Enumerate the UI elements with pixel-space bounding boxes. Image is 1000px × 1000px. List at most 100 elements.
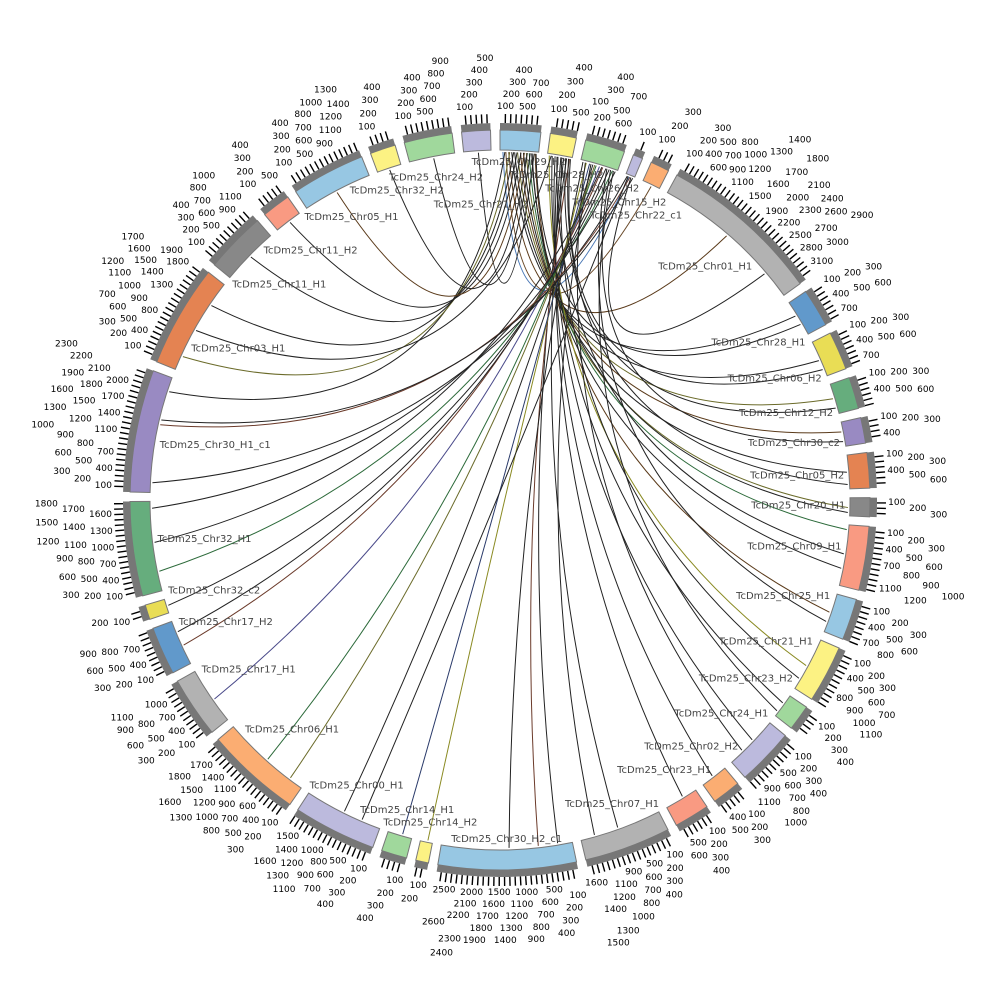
- ideogram-segment[interactable]: [369, 144, 402, 173]
- tick: [646, 846, 652, 856]
- ideogram-segment[interactable]: [829, 376, 860, 414]
- ideogram-segment[interactable]: [415, 840, 433, 864]
- tick: [596, 126, 601, 137]
- ideogram-segment[interactable]: [731, 722, 787, 779]
- chromosome-TcDm25_Chr12_H2[interactable]: [829, 375, 874, 414]
- tick: [173, 701, 183, 708]
- ideogram-segment[interactable]: [788, 290, 827, 335]
- chromosome-TcDm25_Chr11_H2[interactable]: [258, 185, 300, 231]
- tick-label: 1400: [788, 135, 811, 145]
- tick: [692, 823, 699, 832]
- chromosome-label: TcDm25_Chr30_H1_c1: [159, 440, 271, 451]
- ideogram-segment[interactable]: [460, 129, 492, 153]
- tick: [771, 232, 780, 240]
- ideogram-segment[interactable]: [156, 271, 225, 371]
- chromosome-TcDm25_Chr00_H1[interactable]: [289, 792, 381, 861]
- chromosome-TcDm25_Chr17_H1[interactable]: [165, 670, 229, 739]
- chromosome-TcDm25_Chr11_H1[interactable]: [205, 211, 272, 279]
- ideogram-segment[interactable]: [838, 524, 870, 591]
- tick-label: 500: [120, 314, 137, 324]
- tick-label: 700: [295, 123, 312, 133]
- tick-label: 700: [221, 814, 238, 824]
- chromosome-TcDm25_Chr32_H1[interactable]: [114, 500, 163, 598]
- tick: [836, 669, 845, 675]
- chromosome-TcDm25_Chr06_H2[interactable]: [811, 329, 861, 377]
- ideogram-segment[interactable]: [840, 417, 867, 447]
- chromosome-TcDm25_Chr14_H1[interactable]: [379, 830, 413, 873]
- ideogram-segment[interactable]: [580, 139, 626, 172]
- ideogram-segment[interactable]: [774, 695, 808, 729]
- chromosome-TcDm25_Chr32_c2[interactable]: [131, 598, 170, 622]
- chromosome-TcDm25_Chr07_H1[interactable]: [580, 811, 672, 875]
- tick-label: 600: [86, 667, 103, 677]
- ideogram-segment[interactable]: [823, 593, 857, 640]
- ideogram-segment[interactable]: [217, 725, 302, 806]
- ideogram-segment[interactable]: [263, 196, 300, 231]
- chromosome-TcDm25_Chr24_H2[interactable]: [402, 117, 456, 163]
- ideogram-segment[interactable]: [580, 811, 669, 861]
- tick-label: 900: [80, 650, 97, 660]
- chromosome-TcDm25_Chr28_H1[interactable]: [788, 286, 839, 335]
- tick-label: 400: [887, 466, 904, 476]
- ideogram-segment[interactable]: [642, 161, 670, 190]
- chromosome-TcDm25_Chr05_H2[interactable]: [846, 451, 886, 490]
- tick-label: 600: [917, 385, 934, 395]
- ideogram-segment[interactable]: [499, 129, 542, 153]
- ideogram-segment[interactable]: [625, 154, 644, 178]
- chromosome-TcDm25_Chr06_H1[interactable]: [207, 725, 302, 815]
- chromosome-TcDm25_Chr17_H2[interactable]: [138, 620, 192, 677]
- chromosome-TcDm25_Chr21_H1[interactable]: [794, 639, 852, 708]
- tick-label: 900: [218, 800, 235, 810]
- chromosome-TcDm25_Chr30_c2[interactable]: [840, 416, 881, 447]
- chromosome-TcDm25_Chr22_c1[interactable]: [642, 149, 674, 190]
- ideogram-segment[interactable]: [666, 789, 708, 826]
- ideogram-segment[interactable]: [294, 156, 370, 209]
- chromosome-TcDm25_Chr26_H2[interactable]: [580, 125, 627, 172]
- chromosome-TcDm25_Chr01_H1[interactable]: [666, 163, 811, 297]
- tick-label: 700: [99, 290, 116, 300]
- chromosome-TcDm25_Chr14_H2[interactable]: [414, 840, 433, 878]
- chromosome-TcDm25_Chr29_H2[interactable]: [499, 114, 542, 153]
- tick-label: 200: [182, 226, 199, 236]
- chromosome-TcDm25_Chr21_H2[interactable]: [460, 114, 492, 153]
- ideogram-segment[interactable]: [666, 174, 801, 297]
- ideogram-segment[interactable]: [144, 598, 170, 621]
- tick: [849, 354, 859, 360]
- chromosome-label: TcDm25_Chr24_H2: [388, 172, 483, 183]
- tick: [776, 755, 784, 763]
- ideogram-segment[interactable]: [176, 670, 229, 733]
- tick: [258, 794, 266, 802]
- chromosome-TcDm25_Chr23_H1[interactable]: [666, 789, 712, 838]
- chromosome-TcDm25_Chr25_H1[interactable]: [823, 593, 871, 646]
- ideogram-segment[interactable]: [702, 767, 739, 802]
- ideogram-segment[interactable]: [811, 332, 847, 377]
- ideogram-segment[interactable]: [403, 132, 456, 163]
- chromosome-TcDm25_Chr09_H1[interactable]: [838, 524, 885, 593]
- chromosome-TcDm25_Chr02_H2[interactable]: [702, 767, 745, 813]
- chromosome-TcDm25_Chr05_H1[interactable]: [290, 142, 370, 209]
- tick: [697, 171, 704, 180]
- ideogram-segment[interactable]: [547, 132, 578, 159]
- tick-label: 800: [294, 110, 311, 120]
- tick: [391, 861, 396, 871]
- tick-label: 100: [795, 753, 812, 763]
- chromosome-TcDm25_Chr30_H1_c1[interactable]: [114, 368, 173, 493]
- tick: [789, 252, 798, 260]
- chromosome-TcDm25_Chr20_H1[interactable]: [849, 497, 886, 518]
- ideogram-segment[interactable]: [846, 451, 871, 490]
- ideogram-segment[interactable]: [152, 620, 192, 674]
- tick: [205, 249, 213, 257]
- ideogram-segment[interactable]: [849, 497, 871, 518]
- ideogram-segment[interactable]: [129, 370, 173, 493]
- chromosome-TcDm25_Chr03_H1[interactable]: [143, 266, 225, 371]
- ideogram-segment[interactable]: [213, 219, 272, 279]
- tick-label: 2100: [808, 181, 831, 191]
- ideogram-segment[interactable]: [381, 830, 413, 859]
- chromosome-TcDm25_Chr28_H2[interactable]: [547, 118, 580, 159]
- chromosome-TcDm25_Chr32_H2[interactable]: [368, 131, 402, 173]
- chromosome-TcDm25_Chr24_H1[interactable]: [731, 722, 795, 790]
- chromosome-TcDm25_Chr23_H2[interactable]: [774, 695, 818, 735]
- chromosome-TcDm25_Chr30_H2_c1[interactable]: [436, 841, 579, 887]
- ideogram-segment[interactable]: [794, 639, 840, 700]
- chromosome-TcDm25_Chr15_H2[interactable]: [625, 141, 646, 178]
